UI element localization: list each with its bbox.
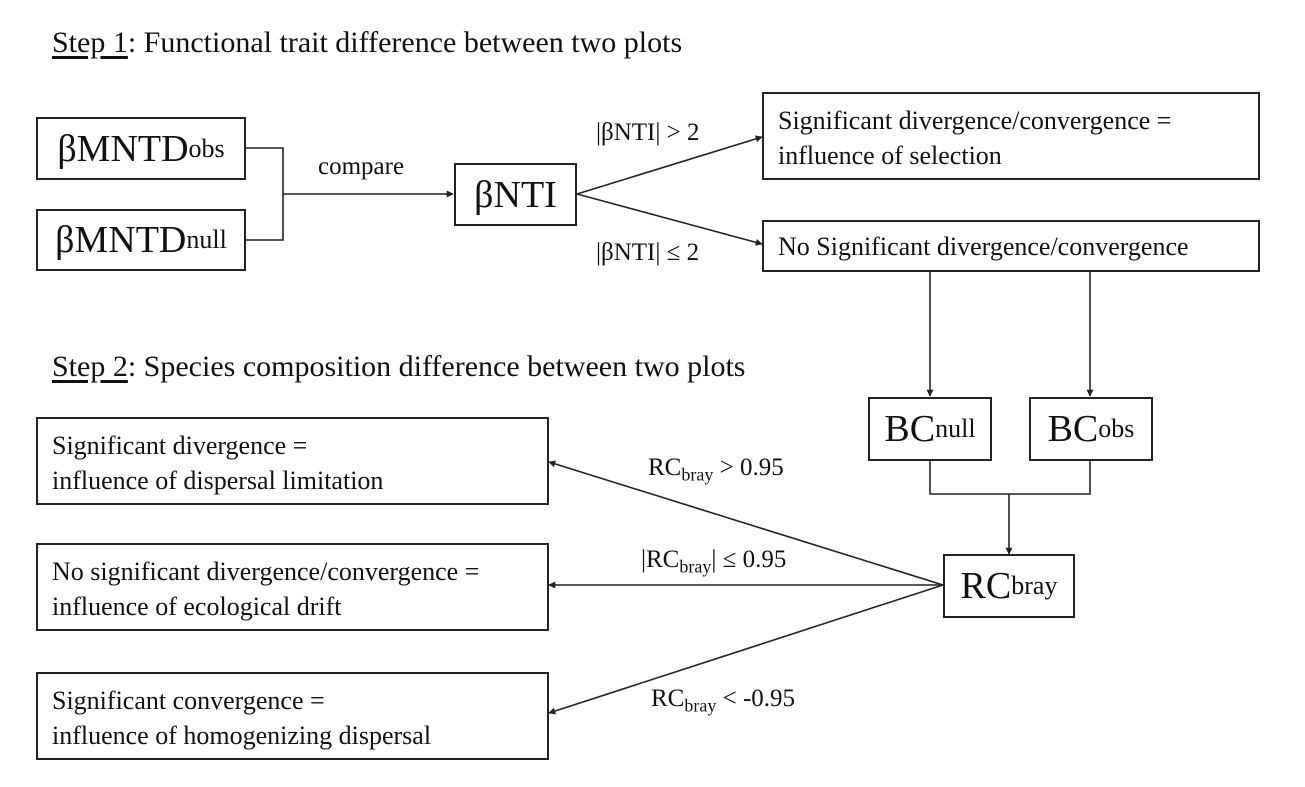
ecological-drift-box: No significant divergence/convergence = … [36, 543, 549, 631]
homogenizing-dispersal-line2: influence of homogenizing dispersal [52, 721, 432, 750]
dispersal-limitation-box: Significant divergence = influence of di… [36, 417, 549, 505]
compare-label: compare [318, 153, 405, 180]
no-significant-line1: No Significant divergence/convergence [778, 232, 1189, 261]
bmntd-null-sub: null [186, 225, 227, 254]
rc-bray-sub: bray [1011, 571, 1058, 600]
homogenizing-dispersal-box: Significant convergence = influence of h… [36, 672, 549, 760]
rc-lt-pre: RC [651, 685, 685, 712]
arrow-bnti-to-selection [576, 135, 763, 195]
ecological-drift-line2: influence of ecological drift [52, 592, 342, 621]
rc-abs-post: | ≤ 0.95 [711, 546, 787, 573]
rc-gt-sub: bray [681, 464, 714, 485]
rc-gt-label: RCbray > 0.95 [648, 454, 784, 485]
bmntd-null-base: βMNTD [55, 219, 187, 261]
arrow-rc-to-dispersal-limitation [548, 460, 944, 586]
rc-lt-sub: bray [684, 695, 717, 716]
step1-prefix: Step 1 [52, 26, 128, 59]
dispersal-limitation-line1: Significant divergence = [52, 431, 308, 460]
homogenizing-dispersal-line1: Significant convergence = [52, 686, 325, 715]
bmntd-obs-sub: obs [188, 133, 225, 163]
bc-obs-sub: obs [1098, 414, 1135, 443]
rc-gt-post: > 0.95 [713, 454, 784, 481]
step2-prefix: Step 2 [52, 350, 128, 383]
step1-heading: Step 1: Functional trait difference betw… [52, 26, 682, 60]
bc-obs-base: BC [1047, 408, 1099, 450]
bnti-box: βNTI [454, 163, 577, 226]
rc-abs-pre: |RC [641, 546, 680, 573]
arrow-bnti-to-nosig [576, 193, 763, 246]
ecological-drift-line1: No significant divergence/convergence = [52, 557, 480, 586]
arrow-rc-to-homogenizing [548, 584, 944, 715]
rc-gt-pre: RC [648, 454, 682, 481]
step2-heading: Step 2: Species composition difference b… [52, 350, 745, 384]
selection-box: Significant divergence/convergence = inf… [762, 92, 1260, 180]
bmntd-bracket [245, 147, 284, 241]
step2-title: : Species composition difference between… [127, 350, 746, 383]
rc-bray-base: RC [960, 565, 1012, 607]
bnti-le-label: |βNTI| ≤ 2 [596, 239, 700, 266]
bc-null-base: BC [884, 408, 936, 450]
step1-title: : Functional trait difference between tw… [127, 26, 683, 59]
selection-line1: Significant divergence/convergence = [778, 106, 1172, 135]
bc-bracket [929, 461, 1091, 495]
selection-line2: influence of selection [778, 141, 1002, 170]
no-significant-box: No Significant divergence/convergence [762, 220, 1260, 272]
dispersal-limitation-line2: influence of dispersal limitation [52, 466, 384, 495]
rc-lt-post: < -0.95 [716, 685, 796, 712]
bmntd-obs-base: βMNTD [57, 127, 189, 170]
bnti-gt-label: |βNTI| > 2 [596, 119, 700, 146]
bc-null-sub: null [935, 414, 976, 443]
rc-abs-sub: bray [679, 556, 712, 577]
rc-lt-label: RCbray < -0.95 [651, 685, 795, 716]
bnti-text: βNTI [474, 173, 557, 216]
rc-abs-label: |RCbray| ≤ 0.95 [641, 546, 786, 577]
